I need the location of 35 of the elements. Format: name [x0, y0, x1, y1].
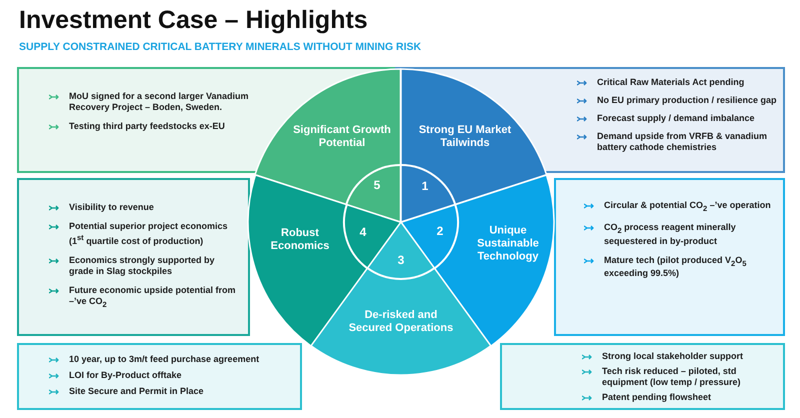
segment-title: Unique Sustainable Technology — [476, 224, 540, 264]
bullet-text: Visibility to revenue — [69, 202, 154, 213]
segment-title: De-risked and Secured Operations — [348, 309, 454, 335]
bullet-text: Economics strongly supported by grade in Slag stockpiles — [69, 255, 216, 277]
bullet-text: MoU signed for a second larger Vanadium Recovery Project – Boden, Sweden. — [69, 91, 250, 113]
text-panel — [554, 178, 785, 336]
segment-number: 3 — [398, 253, 404, 267]
segment-title: Significant Growth Potential — [292, 124, 392, 150]
segment-title: Strong EU Market Tailwinds — [418, 124, 512, 150]
segment-number: 5 — [374, 178, 380, 192]
text-panel — [17, 178, 250, 336]
subtitle: SUPPLY CONSTRAINED CRITICAL BATTERY MINERALS WITHOUT MINING RISK — [19, 41, 422, 53]
bullet-text: Mature tech (pilot produced V$_{2}$O$_{5}$ exceeding 99.5%) — [604, 254, 748, 280]
bullet-text: Testing third party feedstocks ex-EU — [69, 121, 225, 132]
segment-number: 2 — [436, 224, 444, 238]
bullet-text: Critical Raw Materials Act pending — [597, 77, 744, 88]
title: Investment Case – Highlights — [19, 6, 368, 35]
bullet-text: Strong local stakeholder support — [602, 351, 744, 362]
segment-number: 1 — [422, 179, 428, 193]
segment-number: 4 — [360, 224, 366, 239]
bullet-text: No EU primary production / resilience gap — [597, 95, 777, 106]
bullet-text: Potential superior project economics (1$^{st}$ quartile cost of production) — [69, 221, 229, 247]
segment-title: Robust Economics — [270, 226, 330, 253]
bullet-text: Circular & potential CO$_{2}$ –’ve operation — [604, 200, 771, 214]
bullet-text: Tech risk reduced – piloted, std equipment (low temp / pressure) — [602, 366, 742, 388]
bullet-text: Future economic upside potential from –’ve CO$_{2}$ — [69, 285, 237, 310]
text-panel — [17, 343, 302, 410]
bullet-text: LOI for By-Product offtake — [69, 370, 182, 381]
bullet-text: Site Secure and Permit in Place — [69, 386, 204, 397]
text-panel — [500, 343, 785, 410]
bullet-text: Patent pending flowsheet — [602, 392, 712, 403]
bullet-text: CO$_{2}$ process reagent minerally sequestered in by-product — [604, 222, 737, 247]
bullet-text: 10 year, up to 3m/t feed purchase agreement — [69, 354, 260, 365]
bullet-text: Forecast supply / demand imbalance — [597, 113, 755, 124]
bullet-text: Demand upside from VRFB & vanadium battery cathode chemistries — [597, 131, 768, 153]
